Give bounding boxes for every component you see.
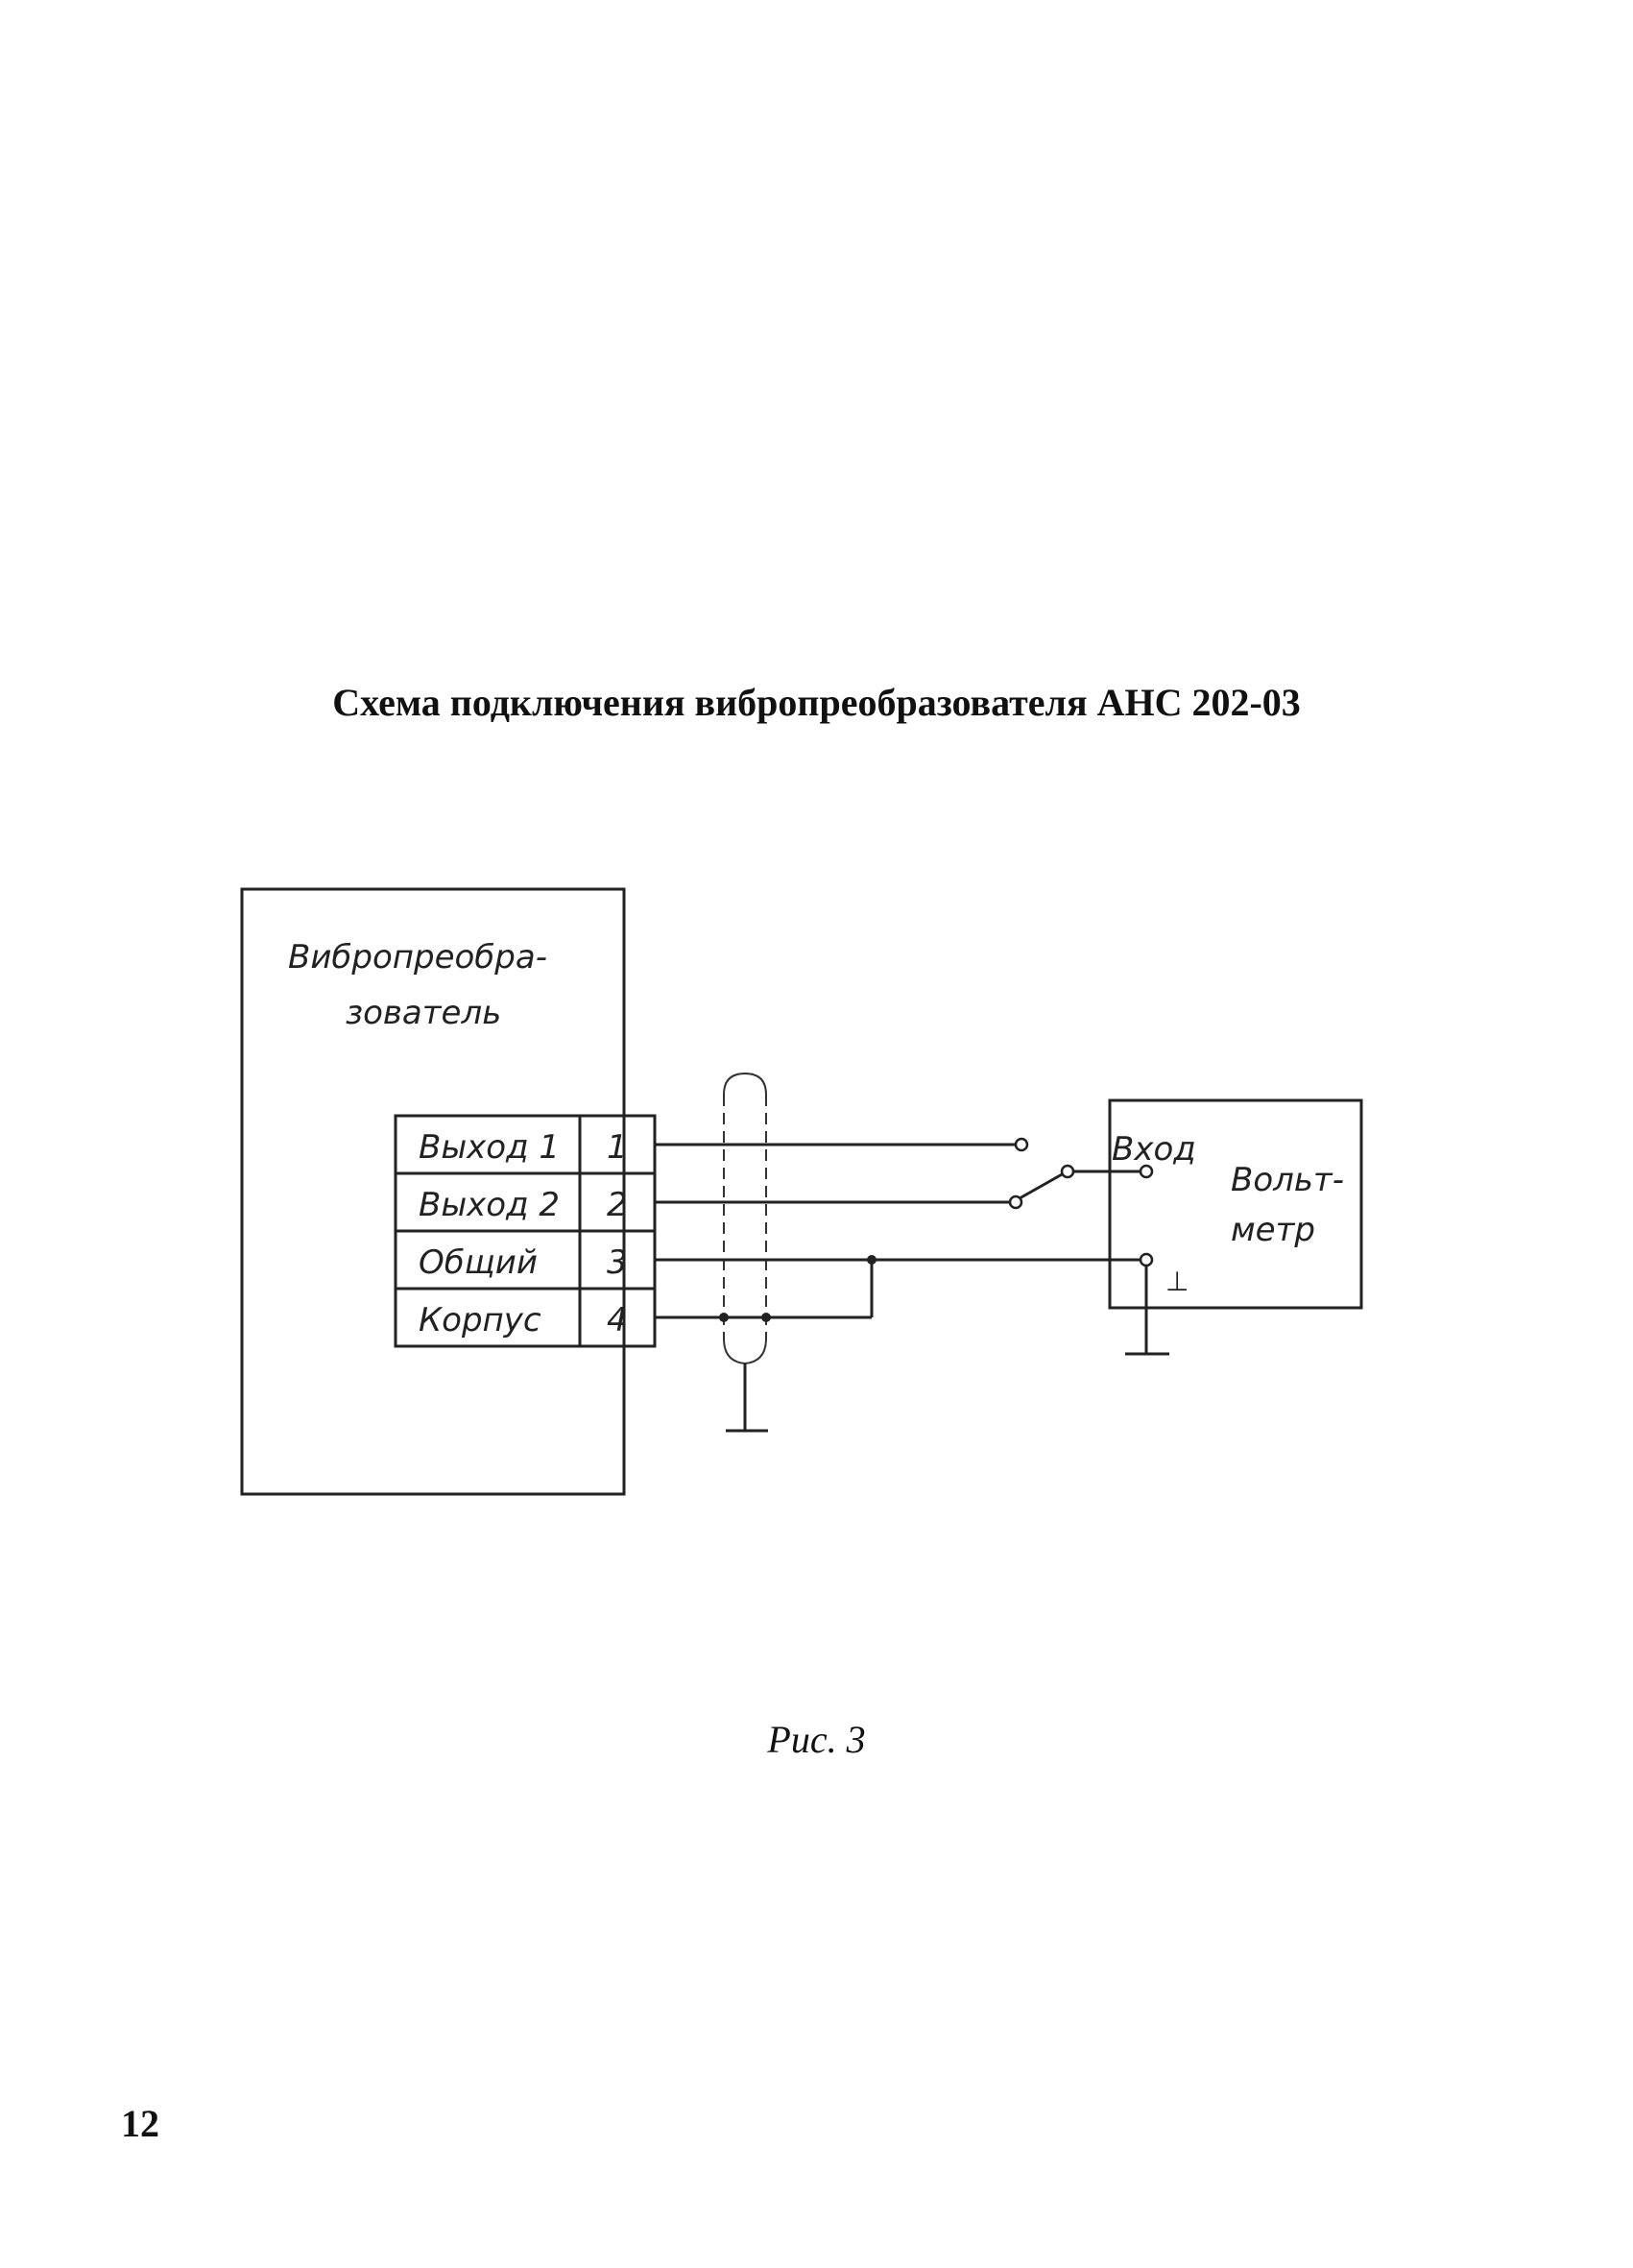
pin-2-number: 2 — [607, 1186, 628, 1224]
page-number: 12 — [121, 2102, 159, 2145]
pin-4-name: Корпус — [419, 1301, 541, 1339]
converter-label-line2: зователь — [346, 994, 501, 1032]
cable-shield — [723, 1072, 768, 1433]
pin-1-number: 1 — [607, 1128, 628, 1167]
pin-4-number: 4 — [607, 1301, 628, 1339]
converter-label-line1: Вибропреобра- — [288, 938, 547, 977]
converter-box — [240, 887, 626, 1496]
shield-junction-right — [761, 1313, 771, 1322]
pin-2-name: Выход 2 — [419, 1186, 560, 1224]
switch-contact-2 — [1008, 1194, 1023, 1210]
page-title: Схема подключения вибропреобразователя А… — [332, 681, 1301, 724]
figure-caption: Рис. 3 — [767, 1718, 866, 1761]
switch-common-contact — [1060, 1164, 1075, 1179]
pin-3-number: 3 — [607, 1243, 628, 1282]
pin-3-name: Общий — [419, 1243, 538, 1282]
pin-1-name: Выход 1 — [419, 1128, 560, 1167]
voltmeter-input-terminal — [1139, 1164, 1154, 1179]
voltmeter-ground-terminal — [1139, 1252, 1154, 1267]
voltmeter-ground-symbol: ⊥ — [1165, 1266, 1189, 1297]
switch-contact-1 — [1014, 1137, 1029, 1152]
pin-table: Выход 1 1 Выход 2 2 Общий 3 Корпус 4 — [394, 1114, 657, 1348]
shield-junction-left — [719, 1313, 729, 1322]
voltmeter-input-label: Вход — [1112, 1130, 1196, 1169]
switch-lever — [1019, 1171, 1065, 1200]
voltmeter-label-line1: Вольт- — [1231, 1161, 1344, 1199]
voltmeter-label-line2: метр — [1231, 1211, 1315, 1249]
voltmeter-box — [1108, 1098, 1363, 1310]
